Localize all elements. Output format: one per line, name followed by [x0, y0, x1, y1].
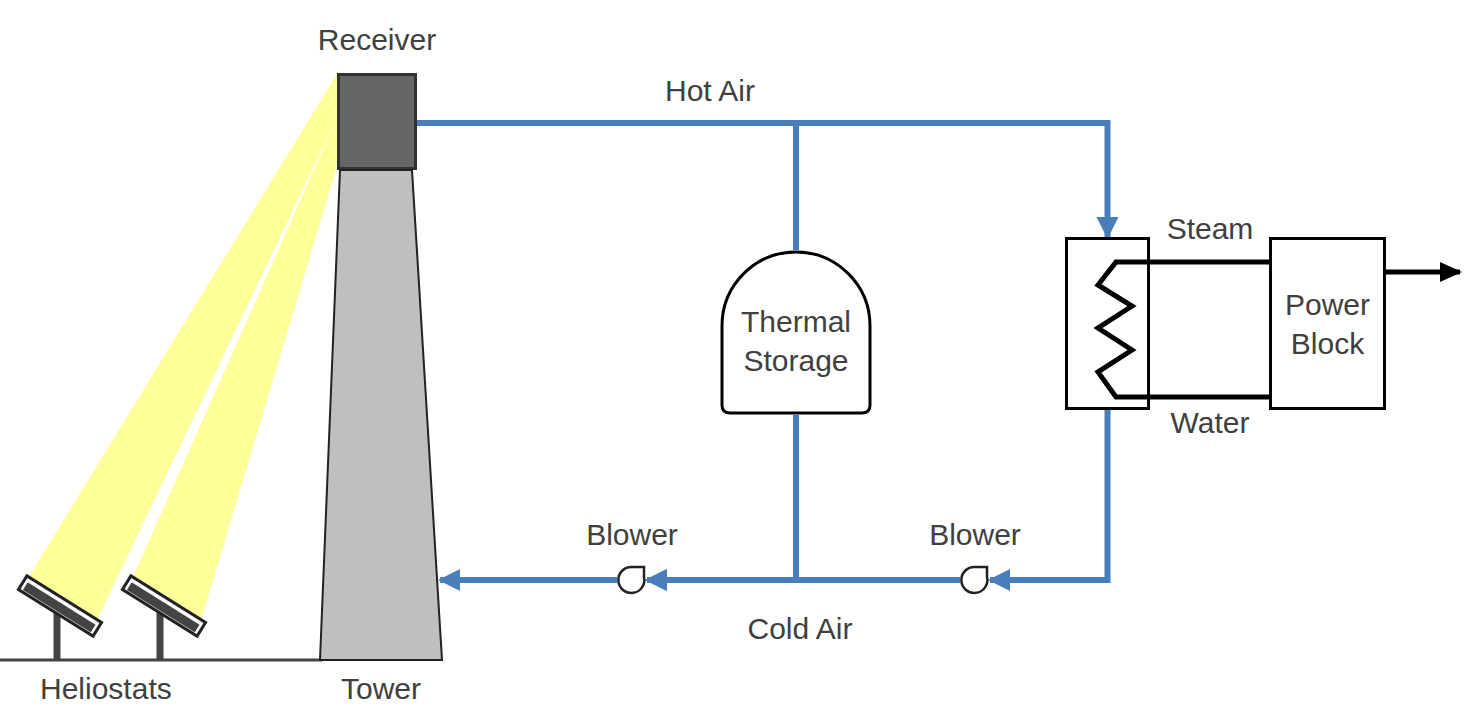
blower-fan: Blower	[617, 565, 647, 595]
air-duct	[647, 415, 796, 580]
blower-fan-outline	[960, 565, 990, 595]
water-steam-pipe	[1150, 260, 1269, 265]
exchanger-coil	[1098, 262, 1150, 397]
flow-label: Cold Air	[744, 612, 855, 645]
heliostat-pole	[54, 612, 61, 660]
blower-fan-outline	[617, 565, 647, 595]
power-block-box: Power Block	[1269, 237, 1386, 410]
heat-exchanger	[1065, 237, 1150, 410]
air-duct	[417, 123, 796, 250]
blower-fan: Blower	[960, 565, 990, 595]
flow-label: Water	[1168, 406, 1253, 439]
flow-label: Steam	[1164, 212, 1257, 245]
heliostat-pole	[157, 612, 164, 660]
flow-label: Hot Air	[662, 74, 758, 107]
part-label: Heliostats	[40, 672, 172, 705]
node-label: Blower	[586, 518, 678, 551]
heliostat-mirror	[18, 576, 101, 636]
node-label: Power Block	[1277, 285, 1378, 363]
receiver-box: Receiver	[337, 73, 417, 170]
air-duct	[440, 577, 617, 583]
tower-shape-outline	[320, 170, 442, 660]
node-label: Tower	[341, 672, 421, 705]
sun-beam	[128, 118, 337, 624]
tower-shape: Tower	[320, 170, 442, 660]
air-duct	[417, 123, 1108, 237]
node-label: Thermal Storage	[729, 302, 863, 380]
power-output-arrow	[1385, 270, 1460, 275]
node-label: Receiver	[318, 23, 436, 56]
heliostat-mirror	[122, 576, 205, 636]
storage-tank: Thermal Storage	[720, 250, 872, 415]
air-duct	[990, 410, 1108, 580]
node-label: Blower	[929, 518, 1021, 551]
water-steam-pipe	[1150, 395, 1269, 400]
